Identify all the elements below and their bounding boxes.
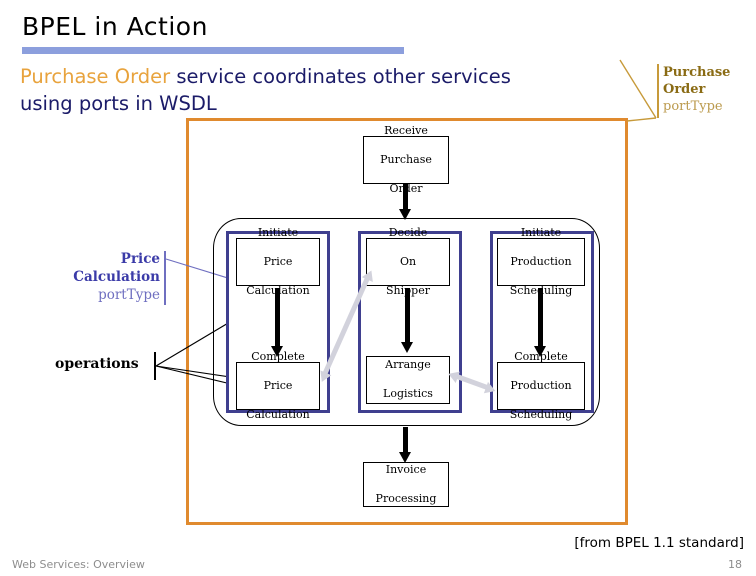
invoice-line2: Processing [375, 491, 437, 505]
subtitle-line2: using ports in WSDL [20, 92, 217, 115]
complete-pc-line3: Calculation [246, 407, 310, 421]
purchase-order-callout-bracket [657, 64, 659, 118]
price-calculation-porttype-callout: Price Calculation portType [30, 250, 160, 304]
activity-initiate-production-scheduling: Initiate Production Scheduling [497, 226, 585, 297]
po-callout-line1: Purchase [663, 65, 731, 80]
initiate-ps-line1: Initiate [520, 225, 562, 239]
complete-ps-line2: Production [510, 378, 572, 392]
slide-subtitle: Purchase Order service coordinates other… [20, 63, 600, 117]
arrange-logistics-line1: Arrange [385, 358, 431, 372]
initiate-pc-line2: Price [263, 254, 293, 268]
receive-po-line2: Purchase [380, 152, 432, 166]
purchase-order-service-frame [186, 118, 628, 525]
footer-deck-title: Web Services: Overview [12, 558, 145, 571]
complete-pc-line2: Price [263, 378, 293, 392]
subtitle-rest-line1: service coordinates other services [170, 65, 511, 88]
pc-callout-line3: portType [98, 287, 160, 303]
complete-ps-line3: Scheduling [509, 407, 573, 421]
page-title: BPEL in Action [22, 12, 208, 41]
invoice-line1: Invoice [385, 462, 427, 476]
pc-callout-line2: Calculation [73, 269, 160, 285]
price-calculation-callout-bracket [164, 251, 166, 305]
decide-shipper-line1: Decide [388, 225, 428, 239]
pc-callout-line1: Price [120, 251, 160, 267]
activity-decide-on-shipper: Decide On Shipper [366, 226, 450, 297]
po-callout-line2: Order [663, 82, 706, 97]
flow-container [213, 218, 600, 426]
title-underline-rule [22, 47, 404, 54]
activity-arrange-logistics: Arrange Logistics [366, 356, 450, 404]
complete-ps-line1: Complete [514, 349, 568, 363]
source-note: [from BPEL 1.1 standard] [574, 535, 744, 551]
operations-callout-bracket [154, 352, 156, 380]
arrange-logistics-line2: Logistics [383, 387, 433, 401]
decide-shipper-line2: On [399, 254, 417, 268]
subtitle-highlight: Purchase Order [20, 65, 171, 88]
activity-complete-production-scheduling: Complete Production Scheduling [497, 350, 585, 421]
activity-initiate-price-calculation: Initiate Price Calculation [236, 226, 320, 297]
po-callout-line3: portType [663, 99, 723, 114]
activity-receive-purchase-order: Receive Purchase Order [363, 124, 449, 195]
purchase-order-porttype-callout: Purchase Order portType [663, 64, 755, 115]
initiate-pc-line1: Initiate [257, 225, 299, 239]
complete-pc-line1: Complete [251, 349, 305, 363]
activity-invoice-processing: Invoice Processing [363, 462, 449, 507]
activity-complete-price-calculation: Complete Price Calculation [236, 350, 320, 421]
initiate-ps-line2: Production [510, 254, 572, 268]
footer-page-number: 18 [728, 558, 742, 571]
receive-po-line1: Receive [384, 123, 428, 137]
operations-label: operations [55, 356, 139, 372]
